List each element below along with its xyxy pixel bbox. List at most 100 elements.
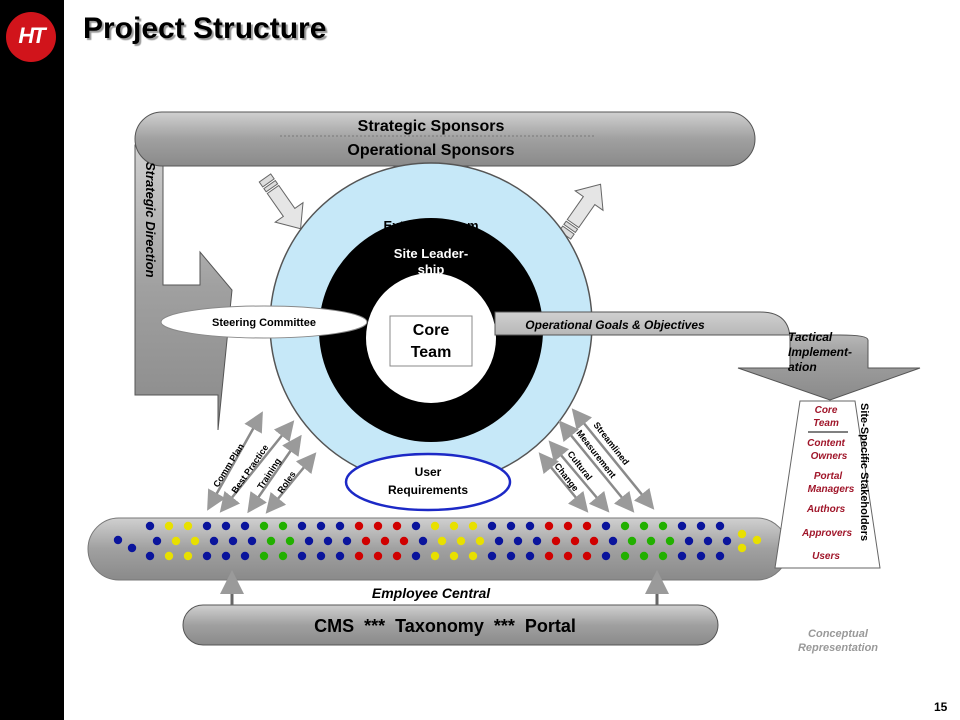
employee-dot	[696, 551, 706, 561]
employee-dot	[164, 521, 174, 531]
employee-dot	[468, 551, 478, 561]
employee-dot	[399, 536, 409, 546]
strategic-direction-label: Strategic Direction	[143, 162, 158, 278]
employee-dot	[190, 536, 200, 546]
employee-dot	[209, 536, 219, 546]
user-requirements-label-1: User	[415, 465, 442, 479]
employee-dot	[266, 536, 276, 546]
stakeholders-title: Site-Specific Stakeholders	[858, 403, 870, 541]
employee-dot	[323, 536, 333, 546]
steering-committee-label: Steering Committee	[212, 317, 316, 329]
employee-dot	[259, 521, 269, 531]
sponsors-line2: Operational Sponsors	[347, 142, 514, 159]
extended-team-label: Extended Team	[383, 218, 478, 233]
cms-bar	[182, 604, 719, 646]
operational-goals-label: Operational Goals & Objectives	[525, 318, 705, 332]
employee-dot	[620, 521, 630, 531]
employee-dot	[342, 536, 352, 546]
employee-dot	[259, 551, 269, 561]
employee-dot	[456, 536, 466, 546]
employee-dot	[506, 551, 516, 561]
employee-dot	[278, 551, 288, 561]
sponsors-line1: Strategic Sponsors	[358, 118, 505, 135]
employee-dot	[525, 521, 535, 531]
employee-dot	[297, 551, 307, 561]
steering-committee-shape	[160, 305, 368, 339]
employee-dot	[487, 521, 497, 531]
employee-dots	[113, 521, 762, 561]
employee-dot	[620, 551, 630, 561]
up-arrow	[558, 183, 604, 240]
user-requirements-label-2: Requirements	[388, 483, 468, 497]
employee-dot	[627, 536, 637, 546]
arrow-change	[538, 452, 589, 513]
stakeholder-content-1: Content	[807, 438, 845, 449]
stakeholder-portal-2: Managers	[808, 484, 855, 495]
employee-dot	[608, 536, 618, 546]
employee-dot	[532, 536, 542, 546]
employee-dot	[582, 521, 592, 531]
operational-goals-arrow	[494, 311, 921, 401]
leadership-label-1: Site Leader-	[394, 246, 468, 261]
stakeholder-core-1: Core	[815, 405, 838, 416]
sidebar: HT	[0, 0, 64, 720]
employee-dot	[563, 551, 573, 561]
conceptual-label-2: Representation	[798, 642, 878, 654]
employee-dot	[373, 551, 383, 561]
employee-dot	[487, 551, 497, 561]
employee-dot	[696, 521, 706, 531]
core-team-label-2: Team	[411, 344, 452, 361]
page-title: Project Structure	[83, 12, 327, 45]
employee-dot	[430, 521, 440, 531]
employee-dot	[285, 536, 295, 546]
employee-dot	[737, 529, 747, 539]
strategic-direction-arrow	[134, 144, 233, 431]
employee-dot	[354, 521, 364, 531]
employee-dot	[589, 536, 599, 546]
core-team-label-1: Core	[413, 322, 450, 339]
employee-dot	[449, 521, 459, 531]
employee-dot	[665, 536, 675, 546]
employee-dot	[164, 551, 174, 561]
employee-dot	[677, 551, 687, 561]
employee-dot	[494, 536, 504, 546]
employee-dot	[715, 521, 725, 531]
employee-dot	[152, 536, 162, 546]
employee-dot	[737, 543, 747, 553]
employee-dot	[525, 551, 535, 561]
stakeholder-core-2: Team	[813, 418, 839, 429]
employee-dot	[551, 536, 561, 546]
employee-dot	[183, 521, 193, 531]
employee-dot	[411, 551, 421, 561]
employee-dot	[582, 551, 592, 561]
employee-dot	[570, 536, 580, 546]
stakeholder-users: Users	[812, 551, 840, 562]
employee-dot	[601, 551, 611, 561]
employee-dot	[449, 551, 459, 561]
employee-dot	[247, 536, 257, 546]
employee-dot	[639, 551, 649, 561]
employee-dot	[171, 536, 181, 546]
employee-dot	[684, 536, 694, 546]
cms-label: CMS *** Taxonomy *** Portal	[314, 616, 576, 636]
employee-dot	[752, 535, 762, 545]
employee-dot	[361, 536, 371, 546]
conceptual-label-1: Conceptual	[808, 628, 869, 640]
employee-dot	[202, 521, 212, 531]
tactical-label-3: ation	[788, 360, 817, 374]
stakeholder-authors: Authors	[806, 504, 846, 515]
employee-dot	[278, 521, 288, 531]
employee-dot	[202, 551, 212, 561]
employee-dot	[335, 551, 345, 561]
employee-dot	[639, 521, 649, 531]
employee-dot	[127, 543, 137, 553]
employee-dot	[475, 536, 485, 546]
stakeholder-content-2: Owners	[811, 451, 848, 462]
employee-dot	[392, 551, 402, 561]
employee-dot	[418, 536, 428, 546]
employee-dot	[183, 551, 193, 561]
stakeholders-panel	[774, 400, 881, 569]
employee-dot	[221, 521, 231, 531]
employee-dot	[646, 536, 656, 546]
